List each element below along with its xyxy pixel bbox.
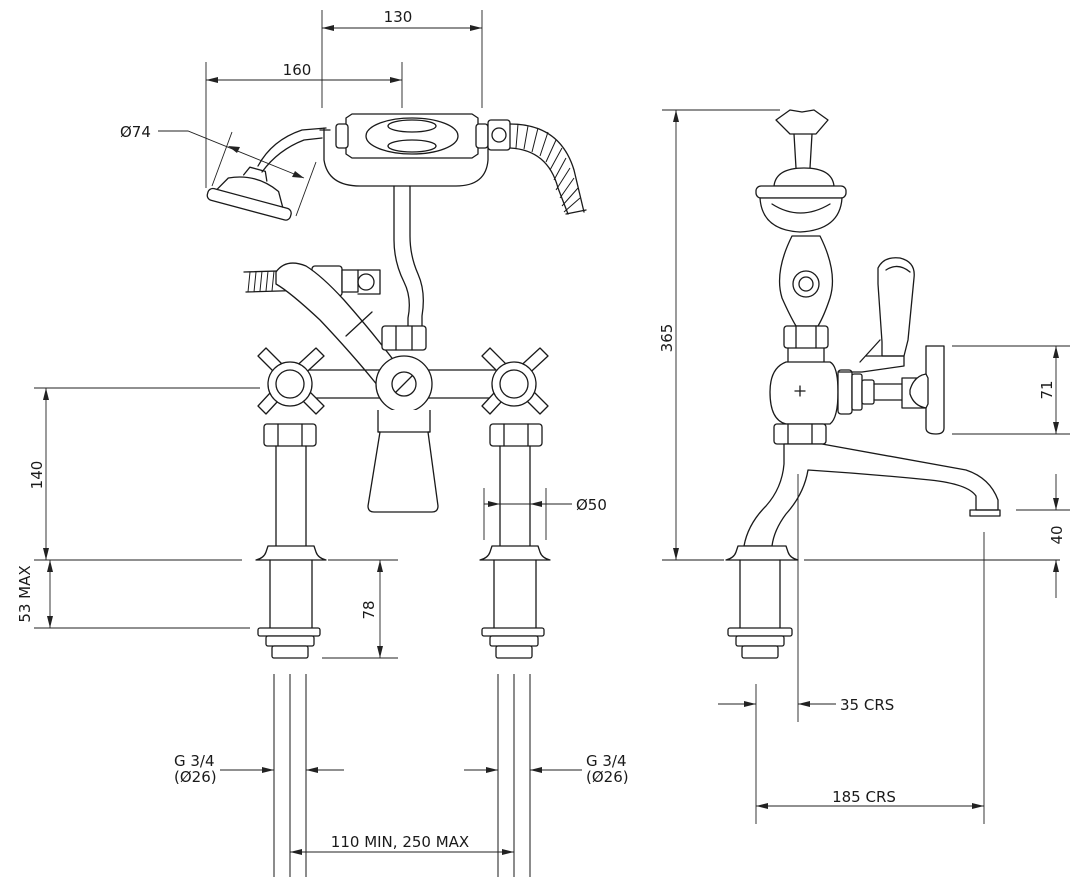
dim-thread-right-line2: (Ø26)	[586, 768, 629, 786]
right-cross-handle	[481, 347, 549, 415]
side-lever-handle	[837, 257, 915, 373]
handset-handle	[335, 113, 489, 159]
dim-160	[205, 62, 403, 188]
hose-coil	[509, 123, 585, 215]
front-view: 130 160 Ø74 140 53 MAX	[16, 8, 629, 877]
dim-365: 365	[658, 109, 780, 560]
dim-35-crs: 35 CRS	[718, 474, 894, 824]
dim-71: 71	[952, 345, 1070, 435]
side-tap-stem	[837, 345, 945, 435]
diverter-nut	[381, 325, 427, 351]
dim-78: 78	[322, 559, 398, 659]
left-cross-handle	[257, 347, 325, 415]
dim-thread-left-line2: (Ø26)	[174, 768, 217, 786]
dim-thread-left: G 3/4 (Ø26)	[174, 752, 344, 786]
dim-365-label: 365	[658, 324, 676, 353]
dim-centres-label: 110 MIN, 250 MAX	[331, 833, 469, 851]
dim-40-label: 40	[1048, 525, 1066, 544]
dim-thread-left-line1: G 3/4	[174, 752, 215, 770]
dim-35-crs-label: 35 CRS	[840, 696, 894, 714]
right-leg	[479, 423, 551, 659]
dim-thread-right: G 3/4 (Ø26)	[464, 752, 629, 786]
dim-centres: 110 MIN, 250 MAX	[290, 833, 514, 855]
dim-185-crs: 185 CRS	[756, 532, 985, 824]
dim-53-max: 53 MAX	[16, 559, 250, 629]
handshower-arm	[257, 127, 327, 167]
dim-head-diameter-label: Ø74	[120, 123, 151, 141]
dim-71-label: 71	[1038, 380, 1056, 399]
side-diverter	[778, 235, 834, 327]
dim-head-diameter: Ø74	[120, 123, 317, 217]
shower-head	[206, 166, 292, 221]
dim-thread-right-line1: G 3/4	[586, 752, 627, 770]
side-view: 365 71 40 35 CRS 185 CRS	[658, 109, 1070, 824]
dim-53-max-label: 53 MAX	[16, 565, 34, 622]
side-spout	[743, 443, 999, 547]
spout	[367, 410, 439, 513]
dim-130: 130	[321, 8, 483, 108]
dim-160-text: 160	[283, 61, 312, 79]
dim-140: 140	[28, 387, 260, 560]
dim-130-label: 130	[384, 8, 413, 26]
handshower-cradle	[323, 127, 489, 187]
dim-40: 40	[1016, 474, 1070, 598]
side-shower-head	[755, 109, 847, 233]
dim-140-label: 140	[28, 461, 46, 490]
dim-78-label: 78	[360, 600, 378, 619]
dim-185-crs-label: 185 CRS	[832, 788, 896, 806]
dim-leg-diameter-label: Ø50	[576, 496, 607, 514]
side-valve-body	[769, 361, 839, 425]
cradle-pillar	[393, 185, 410, 329]
hose-nut	[487, 119, 511, 151]
dim-leg-diameter: Ø50	[483, 488, 607, 540]
left-leg	[255, 423, 327, 659]
